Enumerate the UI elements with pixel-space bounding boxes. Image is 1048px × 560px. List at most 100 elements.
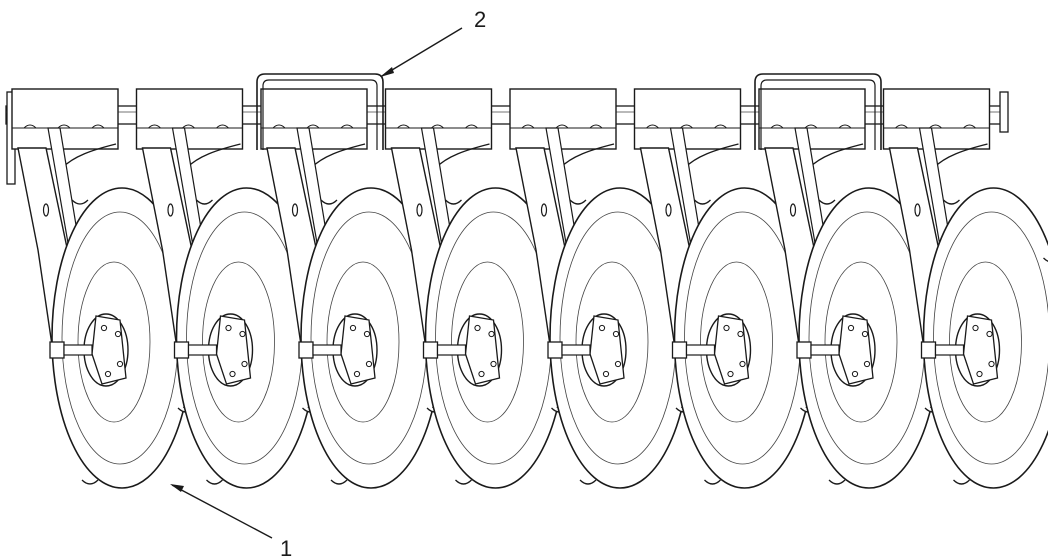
disc-notch [1043, 257, 1048, 262]
hub-bolt [229, 370, 236, 378]
u-handle-inner [760, 79, 876, 150]
callout-1-group: 1 [170, 484, 292, 560]
hub-bolt [739, 360, 746, 368]
u-handle-inner [262, 79, 378, 150]
axle-nut [422, 341, 439, 359]
disc-ring-inner [824, 261, 898, 423]
adjust-slot [416, 203, 423, 217]
mount-bracket [135, 88, 244, 150]
axle-nut [49, 341, 65, 359]
disc-notch [320, 199, 338, 205]
hub-bolt [488, 330, 495, 338]
hub-bolt [363, 330, 371, 338]
adjust-slot [291, 203, 299, 217]
axle-bolt [63, 344, 93, 356]
disc-notch [579, 479, 597, 485]
clamp-bolt [804, 124, 818, 129]
axle-bolt [561, 344, 591, 356]
axle-bolt [436, 344, 467, 356]
axle-nut [173, 341, 190, 359]
clamp-bolt [646, 124, 659, 129]
clamp-bolt [838, 124, 852, 129]
clamp-bolt [465, 124, 478, 129]
mount-bracket [11, 88, 119, 150]
hub-bolt [612, 330, 620, 338]
callout-2-label: 2 [474, 7, 486, 32]
disc-notch [704, 479, 721, 485]
disc-unit [11, 88, 195, 489]
clamp-bolt [148, 124, 161, 129]
clamp-bolt [306, 124, 320, 129]
mount-bracket [384, 88, 493, 150]
clamp-bolt [340, 124, 354, 129]
disc-unit [633, 88, 817, 489]
mount-bracket [260, 88, 368, 150]
hub-bolt [861, 330, 869, 338]
hub-bolt [602, 370, 610, 378]
disc-notch [569, 199, 587, 205]
hub-bolt [598, 324, 606, 332]
clamp-bolt [680, 124, 693, 129]
hub-bolt [239, 330, 246, 338]
disc-notch [81, 479, 99, 485]
axle-bolt [685, 344, 716, 356]
hub-bolt [116, 360, 124, 368]
axle-bolt [934, 344, 965, 356]
hub-bolt [986, 330, 993, 338]
axle-nut [298, 341, 314, 359]
adjust-slot [914, 203, 921, 217]
clamp-bolt [91, 124, 105, 129]
disc-notch [71, 199, 89, 205]
disc-unit [882, 88, 1048, 489]
adjust-slot [42, 203, 50, 217]
hub-bolt [727, 370, 734, 378]
disc-notch [694, 199, 711, 205]
axle-nut [671, 341, 688, 359]
clamp-bolt [397, 124, 410, 129]
axle-nut [796, 341, 812, 359]
hub-bolt [976, 370, 983, 378]
mount-bracket [633, 88, 742, 150]
hub-bolt [349, 324, 357, 332]
axle-bolt [810, 344, 840, 356]
hub-bolt [737, 330, 744, 338]
axle-nut [547, 341, 563, 359]
hub-bolt [100, 324, 108, 332]
disc-unit [384, 88, 568, 489]
disc-notch [818, 199, 836, 205]
clamp-bolt [895, 124, 908, 129]
right-end-plate [999, 91, 1009, 133]
disc-notch [330, 479, 348, 485]
disc-ring-inner [949, 261, 1022, 423]
callout-1-leader [171, 484, 273, 539]
hub-bolt [490, 360, 497, 368]
axle-bolt [187, 344, 218, 356]
clamp-bolt [589, 124, 603, 129]
clamp-bolt [770, 124, 784, 129]
disc-notch [953, 479, 970, 485]
clamp-bolt [57, 124, 71, 129]
adjust-slot [167, 203, 174, 217]
disc-unit [758, 88, 942, 489]
hub-bolt [114, 330, 122, 338]
mount-bracket [758, 88, 866, 150]
mount-bracket [509, 88, 617, 150]
disc-ring-inner [326, 261, 400, 423]
clamp-bolt [521, 124, 535, 129]
clamp-bolt [216, 124, 229, 129]
hub-bolt [478, 370, 485, 378]
mount-bracket [882, 88, 991, 150]
disc-ring-inner [451, 261, 524, 423]
adjust-slot [665, 203, 672, 217]
clamp-bolt [431, 124, 444, 129]
disc-ring-outer [933, 211, 1048, 465]
disc-notch [206, 479, 223, 485]
adjust-slot [789, 203, 797, 217]
callout-2-leader [381, 27, 463, 77]
clamp-bolt [963, 124, 976, 129]
disc-ring-inner [575, 261, 649, 423]
callout-2-arrowhead [380, 67, 394, 77]
disc-notch [828, 479, 846, 485]
hub-bolt [988, 360, 995, 368]
callout-2-group: 2 [380, 7, 486, 77]
